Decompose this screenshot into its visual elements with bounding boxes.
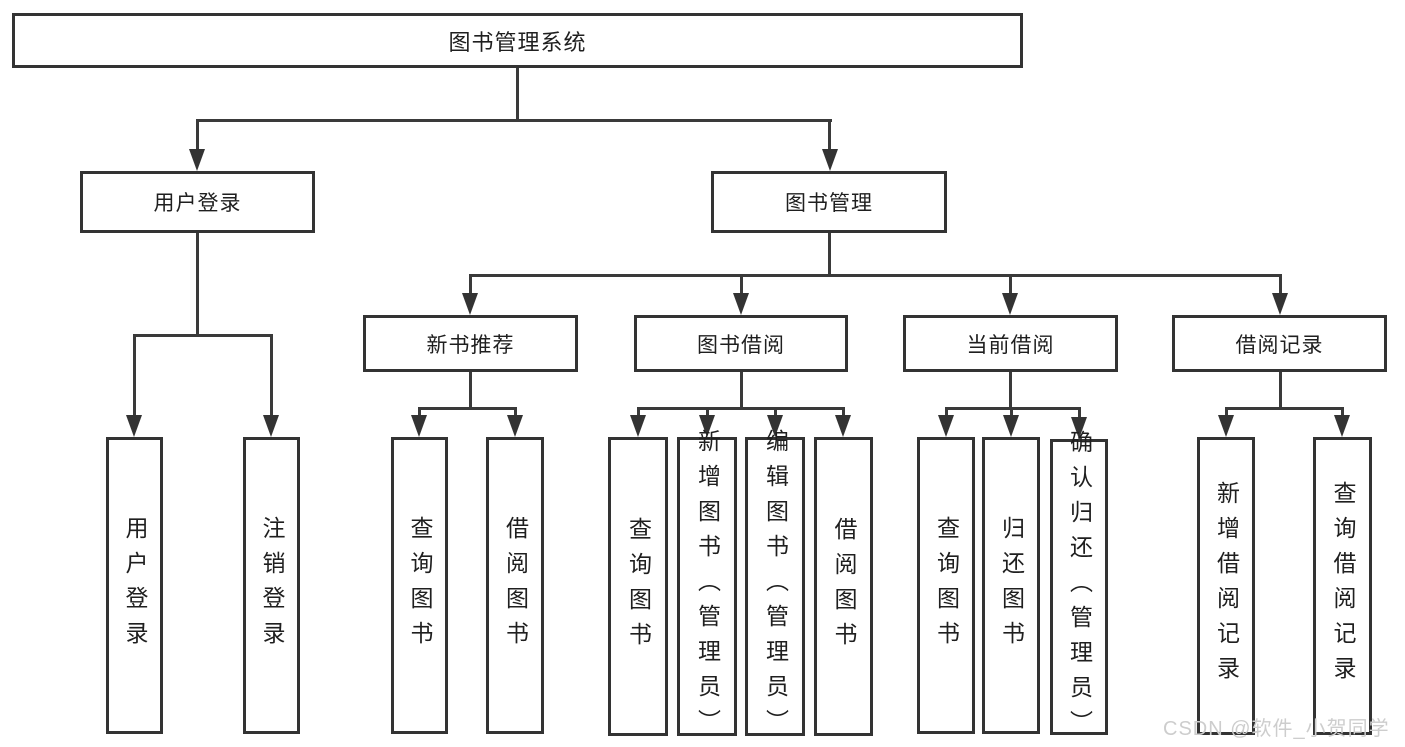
connector-line bbox=[740, 372, 743, 409]
connector-line bbox=[196, 119, 832, 122]
connector-line bbox=[514, 407, 517, 417]
connector-line bbox=[1010, 407, 1013, 417]
connector-line bbox=[828, 233, 831, 276]
node-new-book-recommend: 新书推荐 bbox=[363, 315, 578, 372]
connector-line bbox=[1279, 372, 1282, 409]
connector-line bbox=[1078, 407, 1081, 417]
connector-line bbox=[740, 274, 743, 295]
node-br-add-record: 新增借阅记录 bbox=[1197, 437, 1255, 735]
node-cb-confirm-return-admin: 确认归还（管理员） bbox=[1050, 430, 1108, 745]
connector-line bbox=[1225, 407, 1344, 410]
node-label: 用户登录 bbox=[122, 515, 148, 656]
arrowhead-down-icon bbox=[1002, 293, 1018, 315]
node-library-management-system: 图书管理系统 bbox=[12, 13, 1023, 68]
connector-line bbox=[469, 372, 472, 409]
connector-line bbox=[1009, 274, 1012, 295]
node-label: 图书管理系统 bbox=[448, 29, 587, 55]
node-label: 注销登录 bbox=[259, 515, 285, 656]
node-label: 新增图书（管理员） bbox=[694, 429, 721, 744]
arrowhead-down-icon bbox=[462, 293, 478, 315]
node-bb-add-books-admin: 新增图书（管理员） bbox=[677, 429, 737, 744]
connector-line bbox=[945, 407, 948, 417]
connector-line bbox=[133, 334, 273, 337]
connector-line bbox=[706, 407, 709, 417]
node-cb-query-books: 查询图书 bbox=[917, 437, 975, 734]
node-label: 确认归还（管理员） bbox=[1066, 429, 1093, 745]
node-bb-query-books: 查询图书 bbox=[608, 437, 668, 736]
connector-line bbox=[418, 407, 421, 417]
node-label: 图书管理 bbox=[785, 192, 873, 215]
node-bb-borrow-books: 借阅图书 bbox=[814, 437, 873, 736]
arrowhead-down-icon bbox=[189, 149, 205, 171]
arrowhead-down-icon bbox=[822, 149, 838, 171]
connector-line bbox=[1225, 407, 1228, 417]
connector-line bbox=[945, 407, 1081, 410]
connector-line bbox=[1009, 372, 1012, 409]
arrowhead-down-icon bbox=[835, 415, 851, 437]
arrowhead-down-icon bbox=[507, 415, 523, 437]
connector-line bbox=[270, 334, 273, 417]
arrowhead-down-icon bbox=[411, 415, 427, 437]
csdn-watermark: CSDN @软件_小贺同学 bbox=[1163, 718, 1390, 740]
node-nb-borrow-books: 借阅图书 bbox=[486, 437, 544, 734]
node-label: 用户登录 bbox=[153, 192, 242, 215]
node-current-borrowing: 当前借阅 bbox=[903, 315, 1118, 372]
arrowhead-down-icon bbox=[630, 415, 646, 437]
node-label: 查询图书 bbox=[625, 516, 652, 657]
node-book-management: 图书管理 bbox=[711, 171, 947, 233]
connector-line bbox=[516, 68, 519, 122]
node-br-query-record: 查询借阅记录 bbox=[1313, 437, 1372, 735]
connector-line bbox=[637, 407, 845, 410]
node-label: 图书借阅 bbox=[697, 333, 785, 357]
arrowhead-down-icon bbox=[733, 293, 749, 315]
node-nb-query-books: 查询图书 bbox=[391, 437, 448, 734]
node-label: 查询借阅记录 bbox=[1330, 481, 1356, 691]
connector-line bbox=[469, 274, 472, 295]
node-book-borrowing: 图书借阅 bbox=[634, 315, 848, 372]
node-user-login: 用户登录 bbox=[80, 171, 315, 233]
connector-line bbox=[842, 407, 845, 417]
connector-line bbox=[1341, 407, 1344, 417]
node-label: 借阅图书 bbox=[502, 515, 529, 656]
arrowhead-down-icon bbox=[1334, 415, 1350, 437]
node-label: 归还图书 bbox=[998, 515, 1025, 656]
arrowhead-down-icon bbox=[767, 415, 783, 437]
node-cb-return-books: 归还图书 bbox=[982, 437, 1040, 734]
node-user-login-action: 用户登录 bbox=[106, 437, 163, 734]
node-label: 借阅图书 bbox=[831, 516, 857, 657]
node-label: 新书推荐 bbox=[426, 333, 515, 357]
arrowhead-down-icon bbox=[938, 415, 954, 437]
node-label: 借阅记录 bbox=[1235, 333, 1324, 357]
connector-line bbox=[469, 274, 1282, 277]
node-label: 当前借阅 bbox=[966, 333, 1055, 357]
connector-line bbox=[133, 334, 136, 417]
connector-line bbox=[196, 119, 199, 151]
arrowhead-down-icon bbox=[126, 415, 142, 437]
node-label: 查询图书 bbox=[407, 515, 433, 656]
arrowhead-down-icon bbox=[263, 415, 279, 437]
arrowhead-down-icon bbox=[1003, 415, 1019, 437]
connector-line bbox=[774, 407, 777, 417]
connector-line bbox=[1279, 274, 1282, 295]
node-borrowing-records: 借阅记录 bbox=[1172, 315, 1387, 372]
connector-line bbox=[418, 407, 517, 410]
connector-line bbox=[637, 407, 640, 417]
node-label: 查询图书 bbox=[933, 515, 960, 656]
arrowhead-down-icon bbox=[1218, 415, 1234, 437]
connector-line bbox=[828, 119, 831, 151]
node-logout-action: 注销登录 bbox=[243, 437, 300, 734]
arrowhead-down-icon bbox=[1071, 417, 1087, 439]
node-bb-edit-books-admin: 编辑图书（管理员） bbox=[745, 429, 805, 744]
arrowhead-down-icon bbox=[699, 415, 715, 437]
node-label: 编辑图书（管理员） bbox=[762, 429, 789, 744]
connector-line bbox=[196, 233, 199, 335]
node-label: 新增借阅记录 bbox=[1213, 481, 1240, 691]
arrowhead-down-icon bbox=[1272, 293, 1288, 315]
